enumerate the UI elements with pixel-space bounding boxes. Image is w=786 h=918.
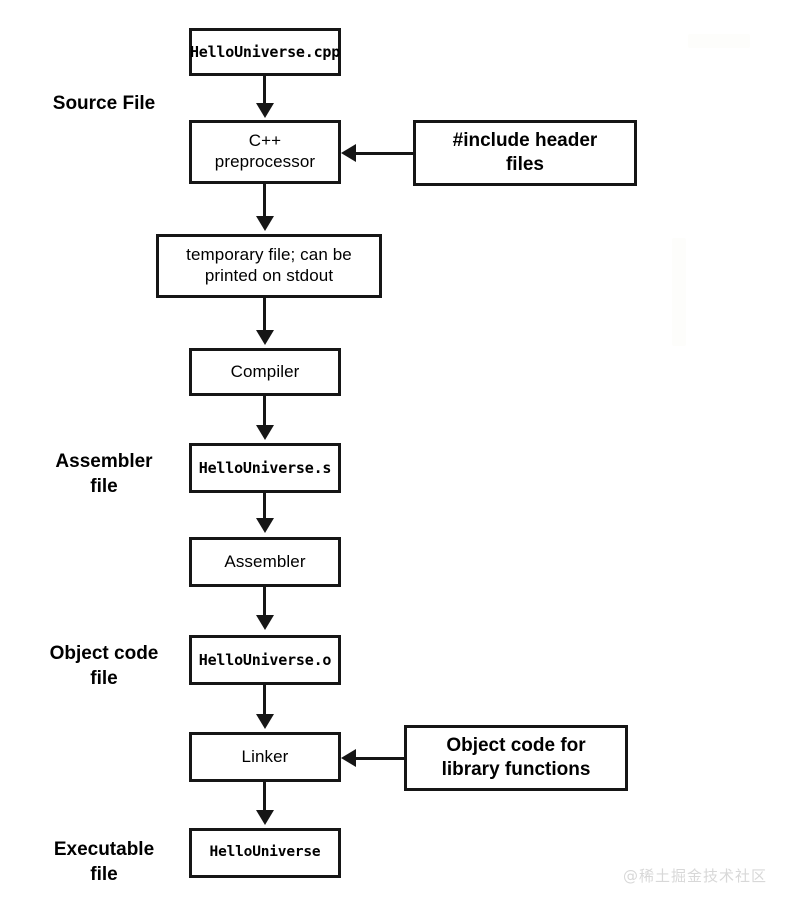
node-hellouniverse-s-label: HelloUniverse.s (198, 458, 332, 477)
node-linker-label: Linker (241, 746, 289, 766)
edge-compiler-to-asmfile-line (263, 396, 266, 430)
edge-linker-to-executable-arrowhead (256, 810, 274, 825)
node-object-code-library-label: Object code for library functions (441, 735, 591, 780)
node-hellouniverse-cpp[interactable]: HelloUniverse.cpp (189, 28, 341, 76)
node-hellouniverse-o[interactable]: HelloUniverse.o (189, 635, 341, 685)
node-hellouniverse-s[interactable]: HelloUniverse.s (189, 443, 341, 493)
stage-label-executable-file: Executable file (53, 839, 155, 885)
edge-cpp-to-preprocessor-line (263, 76, 266, 108)
node-include-header-files[interactable]: #include header files (413, 120, 637, 186)
node-hellouniverse-executable[interactable]: HelloUniverse (189, 828, 341, 878)
edge-asmfile-to-assembler-arrowhead (256, 518, 274, 533)
edge-preprocessor-to-tempfile-arrowhead (256, 216, 274, 231)
node-cpp-preprocessor-label: C++ preprocessor (214, 131, 316, 171)
node-assembler[interactable]: Assembler (189, 537, 341, 587)
node-hellouniverse-cpp-label: HelloUniverse.cpp (189, 42, 341, 61)
faint-artifact-right (672, 238, 686, 346)
watermark-text: @稀土掘金技术社区 (623, 867, 768, 885)
stage-label-source-file: Source File (52, 93, 156, 114)
node-temporary-file-label: temporary file; can be printed on stdout (186, 245, 352, 285)
edge-linker-to-executable-line (263, 782, 266, 815)
node-assembler-label: Assembler (224, 551, 306, 571)
edge-include-to-preprocessor-arrowhead (341, 144, 356, 162)
edge-objfile-to-linker-line (263, 685, 266, 719)
node-cpp-preprocessor[interactable]: C++ preprocessor (189, 120, 341, 184)
stage-label-assembler-file: Assembler file (55, 451, 153, 497)
stage-label-object-code-file: Object code file (49, 643, 159, 689)
edge-library-to-linker-arrowhead (341, 749, 356, 767)
edge-library-to-linker-line (356, 757, 404, 760)
edge-cpp-to-preprocessor-arrowhead (256, 103, 274, 118)
edge-compiler-to-asmfile-arrowhead (256, 425, 274, 440)
edge-assembler-to-objfile-arrowhead (256, 615, 274, 630)
edge-asmfile-to-assembler-line (263, 493, 266, 523)
node-compiler[interactable]: Compiler (189, 348, 341, 396)
node-temporary-file[interactable]: temporary file; can be printed on stdout (156, 234, 382, 298)
faint-artifact-top-right (688, 34, 750, 48)
edge-tempfile-to-compiler-line (263, 298, 266, 336)
edge-assembler-to-objfile-line (263, 587, 266, 620)
node-hellouniverse-o-label: HelloUniverse.o (198, 650, 332, 669)
edge-objfile-to-linker-arrowhead (256, 714, 274, 729)
node-include-header-files-label: #include header files (452, 130, 598, 175)
node-compiler-label: Compiler (230, 361, 300, 381)
node-linker[interactable]: Linker (189, 732, 341, 782)
edge-tempfile-to-compiler-arrowhead (256, 330, 274, 345)
node-object-code-library[interactable]: Object code for library functions (404, 725, 628, 791)
edge-preprocessor-to-tempfile-line (263, 184, 266, 222)
edge-include-to-preprocessor-line (356, 152, 413, 155)
node-hellouniverse-executable-label: HelloUniverse (209, 844, 321, 861)
